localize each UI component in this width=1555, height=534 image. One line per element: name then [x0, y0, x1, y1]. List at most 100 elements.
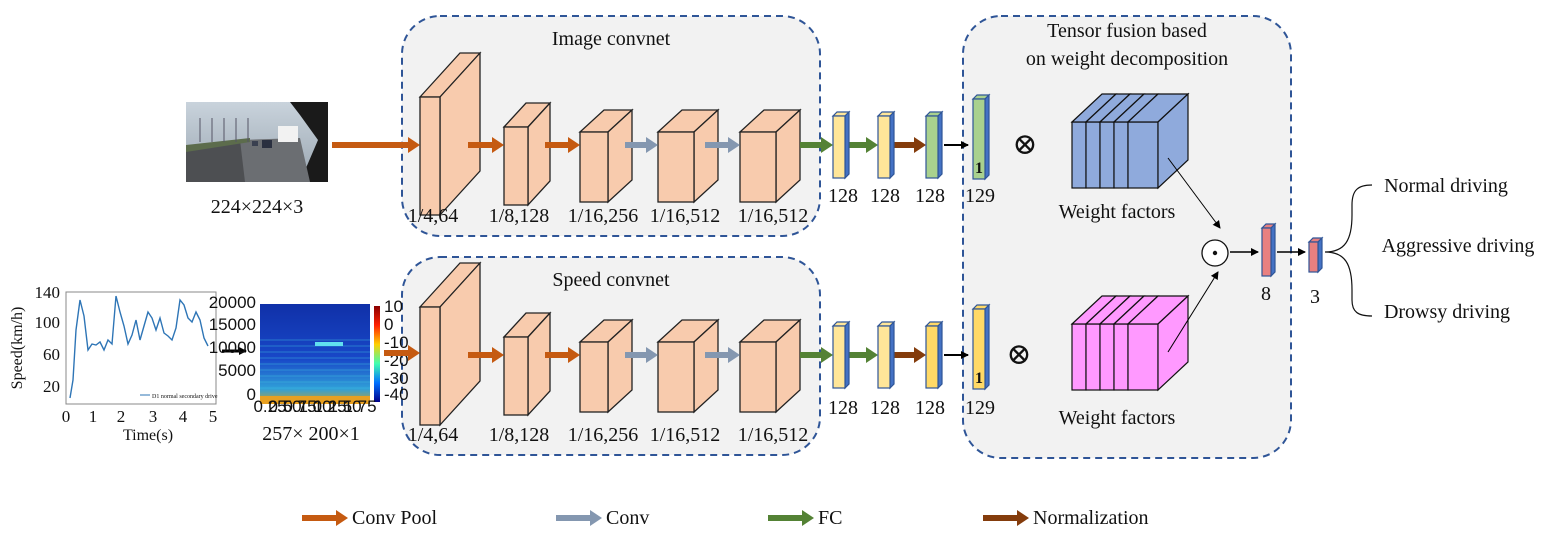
spectrogram-xtick: 1.25: [313, 397, 346, 416]
speed-branch-layer-label: 1/4,64: [408, 424, 459, 446]
output-bar-3: [1307, 236, 1324, 274]
image-branch-arrow-conv-pool: [468, 137, 504, 153]
spectrogram-xtick: 1.50: [328, 397, 361, 416]
speed-plot-ytick: 60: [43, 345, 60, 364]
speed-branch-arrow-fc: [800, 347, 833, 363]
speed-plot-xtick: 1: [89, 407, 98, 426]
speed-trace: [69, 295, 209, 399]
weight-factors-label-top: Weight factors: [1059, 201, 1176, 223]
speed-plot-ytick: 140: [35, 283, 61, 302]
speed-plot-xtick: 2: [117, 407, 126, 426]
speed-branch-layer-label: 1/16,256: [568, 424, 639, 446]
output-size-8: 8: [1261, 283, 1271, 305]
output-size-3: 3: [1310, 286, 1320, 308]
image-branch-fusion-input-bar: [971, 93, 991, 181]
spectrogram-colorbar-tick: -40: [384, 385, 409, 404]
legend-label-normalization: Normalization: [1033, 507, 1149, 529]
spectrogram-ytick: 5000: [218, 361, 256, 380]
speed-branch-conv-block: [418, 261, 482, 427]
speed-input-arrow: [384, 345, 420, 361]
image-branch-title: Image convnet: [552, 28, 671, 50]
weight-factors-blue: [1070, 92, 1190, 190]
weight-factors-pink: [1070, 294, 1190, 392]
legend-label-fc: FC: [818, 507, 842, 529]
spectrogram-colorbar: [374, 306, 380, 402]
speed-branch-fc-size: 128: [870, 397, 900, 419]
image-branch-norm-bar: [924, 110, 944, 180]
output-class-1: Normal driving: [1384, 175, 1508, 197]
pink-to-combine-arrow: [1167, 271, 1219, 353]
speed-branch-arrow-conv: [705, 347, 740, 363]
image-branch-fc-size: 129: [965, 185, 995, 207]
spectrogram-xtick: 0.75: [283, 397, 316, 416]
legend-arrow-conv_pool: [302, 510, 348, 526]
fusion-title-line2: on weight decomposition: [1026, 48, 1228, 70]
spectrogram-xtick: 1.00: [298, 397, 331, 416]
speed-plot-xtick: 4: [179, 407, 188, 426]
speed-plot-xtick: 0: [62, 407, 71, 426]
image-branch-fc-size: 128: [915, 185, 945, 207]
image-branch-layer-label: 1/16,256: [568, 205, 639, 227]
elementwise-product-dot: [1212, 250, 1218, 256]
output-brace: [1324, 184, 1373, 317]
speed-branch-fc-bar: [876, 320, 896, 390]
image-input-arrow: [332, 137, 420, 153]
legend-arrow-fc: [768, 510, 814, 526]
speed-branch-arrow-fc: [849, 347, 878, 363]
speed-plot-ylabel: Speed(km/h): [9, 307, 26, 390]
speed-branch-title: Speed convnet: [552, 269, 670, 291]
image-branch-conv-block: [418, 51, 482, 217]
image-branch-arrow-conv-pool: [545, 137, 580, 153]
weight-factors-label-bottom: Weight factors: [1059, 407, 1176, 429]
speed-branch-fc-bar: [831, 320, 851, 390]
fusion-title-line1: Tensor fusion based: [1047, 20, 1207, 42]
spectrogram-ytick: 0: [247, 385, 256, 404]
spectrogram-ytick: 15000: [209, 315, 256, 334]
speed-branch-arrow-conv-pool: [545, 347, 580, 363]
speed-branch-layer-label: 1/16,512: [650, 424, 721, 446]
tensor-product-icon-bottom: ⊗: [1006, 338, 1031, 371]
speed-branch-conv-block: [738, 318, 802, 414]
speed-branch-arrow-normalization: [894, 347, 926, 363]
spectrogram-xtick: 0.25: [253, 397, 286, 416]
speed-branch-arrow-conv-pool: [468, 347, 504, 363]
spectrogram-colorbar-tick: 0: [384, 315, 393, 334]
speed-branch-conv-block: [656, 318, 720, 414]
legend-arrow-conv: [556, 510, 602, 526]
image-branch-fc-bar: [876, 110, 896, 180]
spectrogram-ytick: 10000: [209, 338, 256, 357]
spectrogram-xtick: 0.50: [268, 397, 301, 416]
legend-label-conv_pool: Conv Pool: [352, 507, 437, 529]
image-branch-arrow-conv: [705, 137, 740, 153]
speed-branch-conv-block: [578, 318, 634, 414]
speed-plot-xtick: 5: [209, 407, 218, 426]
image-branch-conv-block: [502, 101, 552, 207]
speed-branch-conv-block: [502, 311, 552, 417]
speed-branch-fc-size: 128: [915, 397, 945, 419]
image-branch-fc-bar: [831, 110, 851, 180]
image-branch-conv-block: [738, 108, 802, 204]
tensor-product-icon-top: ⊗: [1012, 128, 1037, 161]
speed-branch-norm-bar: [924, 320, 944, 390]
image-branch-append-one: 1: [975, 160, 983, 177]
spectrogram-colorbar-tick: -10: [384, 333, 409, 352]
fusion-panel: [962, 15, 1292, 459]
image-branch-arrow-fc: [800, 137, 833, 153]
speed-input-dims: 257× 200×1: [262, 423, 360, 445]
blue-to-combine-arrow: [1167, 157, 1221, 229]
speed-plot-xtick: 3: [149, 407, 158, 426]
road-photo-icon: [186, 102, 328, 182]
speed-branch-fc-size: 128: [828, 397, 858, 419]
image-branch-arrow-normalization: [894, 137, 926, 153]
image-branch-layer-label: 1/8,128: [489, 205, 550, 227]
image-branch-layer-label: 1/16,512: [738, 205, 809, 227]
output-class-3: Drowsy driving: [1384, 301, 1510, 323]
image-branch-layer-label: 1/4,64: [408, 205, 459, 227]
spectrogram-image: 200001500010000500000.250.500.751.001.25…: [209, 293, 409, 445]
speed-branch-arrow-conv: [625, 347, 658, 363]
image-branch-fc-size: 128: [870, 185, 900, 207]
speed-branch-layer-label: 1/16,512: [738, 424, 809, 446]
speed-plot-legend: D1 normal secondary drive: [152, 394, 218, 400]
